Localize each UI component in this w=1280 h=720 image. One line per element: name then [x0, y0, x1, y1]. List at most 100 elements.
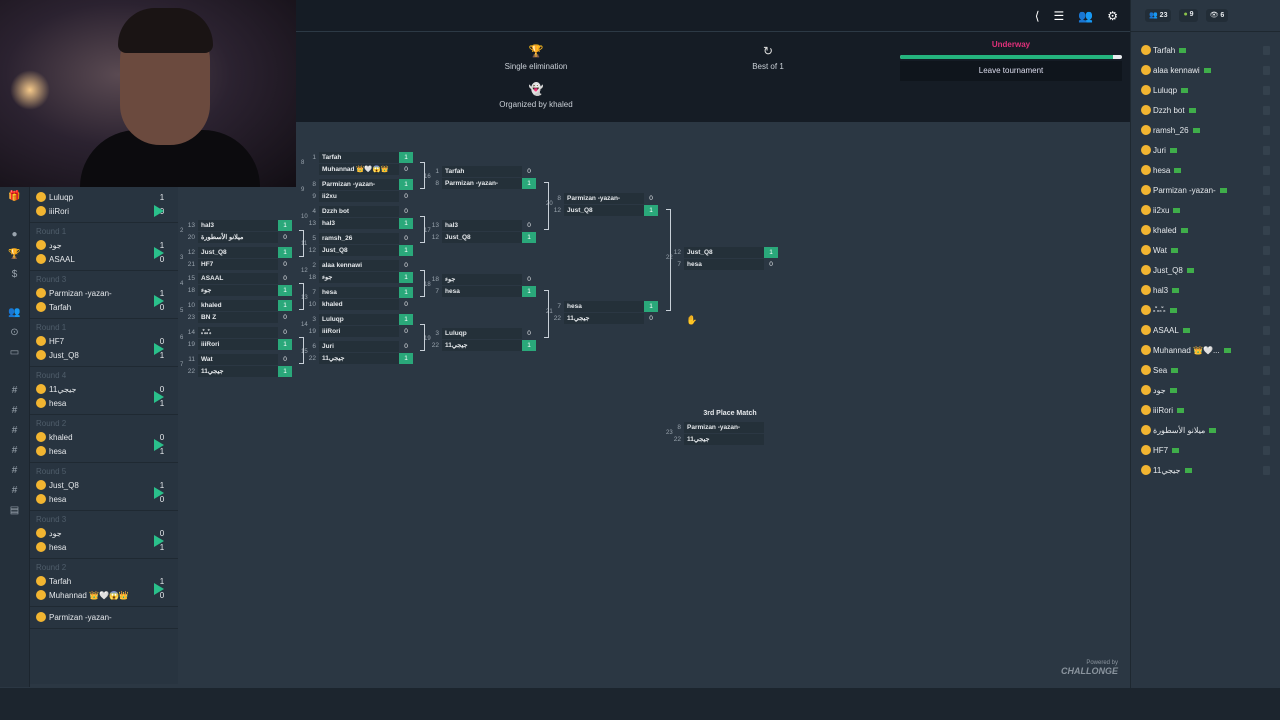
- participant-item[interactable]: ميلانو الأسطورة: [1131, 420, 1280, 440]
- dollar-icon[interactable]: $: [11, 269, 18, 280]
- users-icon[interactable]: 👥: [8, 307, 21, 318]
- remove-participant-icon[interactable]: [1263, 85, 1270, 95]
- match-card[interactable]: Parmizan -yazan-: [30, 607, 178, 629]
- card-icon[interactable]: ▭: [9, 347, 20, 358]
- play-match-button[interactable]: [154, 294, 164, 307]
- participant-item[interactable]: hesa: [1131, 160, 1280, 180]
- list-icon[interactable]: ☰: [1053, 9, 1065, 23]
- remove-participant-icon[interactable]: [1263, 145, 1270, 155]
- gift-icon[interactable]: 🎁: [8, 191, 21, 202]
- remove-participant-icon[interactable]: [1263, 425, 1270, 435]
- book-icon[interactable]: ▤: [9, 505, 20, 516]
- remove-participant-icon[interactable]: [1263, 165, 1270, 175]
- participant-item[interactable]: Juri: [1131, 140, 1280, 160]
- remove-participant-icon[interactable]: [1263, 205, 1270, 215]
- remove-participant-icon[interactable]: [1263, 365, 1270, 375]
- remove-participant-icon[interactable]: [1263, 405, 1270, 415]
- participant-item[interactable]: Tarfah: [1131, 40, 1280, 60]
- participant-item[interactable]: ஃஃ: [1131, 300, 1280, 320]
- play-match-button[interactable]: [154, 390, 164, 403]
- channel-icon[interactable]: #: [11, 485, 18, 496]
- channel-icon[interactable]: #: [11, 385, 18, 396]
- participant-item[interactable]: khaled: [1131, 220, 1280, 240]
- participant-item[interactable]: Dzzh bot: [1131, 100, 1280, 120]
- play-match-button[interactable]: [154, 246, 164, 259]
- remove-participant-icon[interactable]: [1263, 105, 1270, 115]
- participant-item[interactable]: Luluqp: [1131, 80, 1280, 100]
- channel-icon[interactable]: #: [11, 425, 18, 436]
- users-icon[interactable]: 👥: [1078, 9, 1094, 23]
- bot-icon[interactable]: ⊙: [10, 327, 19, 338]
- participant-item[interactable]: iiiRori: [1131, 400, 1280, 420]
- remove-participant-icon[interactable]: [1263, 45, 1270, 55]
- participant-item[interactable]: Just_Q8: [1131, 260, 1280, 280]
- participant-item[interactable]: ASAAL: [1131, 320, 1280, 340]
- play-match-button[interactable]: [154, 534, 164, 547]
- trophy-icon[interactable]: 🏆: [8, 249, 21, 260]
- participant-item[interactable]: HF7: [1131, 440, 1280, 460]
- participant-item[interactable]: ramsh_26: [1131, 120, 1280, 140]
- remove-participant-icon[interactable]: [1263, 125, 1270, 135]
- play-match-button[interactable]: [154, 204, 164, 217]
- bracket-slot[interactable]: Muhannad 👑🤍😱👑0: [305, 164, 417, 175]
- participant-item[interactable]: جود: [1131, 380, 1280, 400]
- leave-tournament-button[interactable]: Leave tournament: [900, 61, 1122, 81]
- remove-participant-icon[interactable]: [1263, 245, 1270, 255]
- remove-participant-icon[interactable]: [1263, 285, 1270, 295]
- channel-icon[interactable]: #: [11, 465, 18, 476]
- remove-participant-icon[interactable]: [1263, 345, 1270, 355]
- channel-icon[interactable]: #: [11, 405, 18, 416]
- remove-participant-icon[interactable]: [1263, 265, 1270, 275]
- circle-icon[interactable]: ●: [11, 229, 18, 240]
- participant-item[interactable]: Muhannad 👑🤍...: [1131, 340, 1280, 360]
- play-match-button[interactable]: [154, 486, 164, 499]
- participant-item[interactable]: جيجي11: [1131, 460, 1280, 480]
